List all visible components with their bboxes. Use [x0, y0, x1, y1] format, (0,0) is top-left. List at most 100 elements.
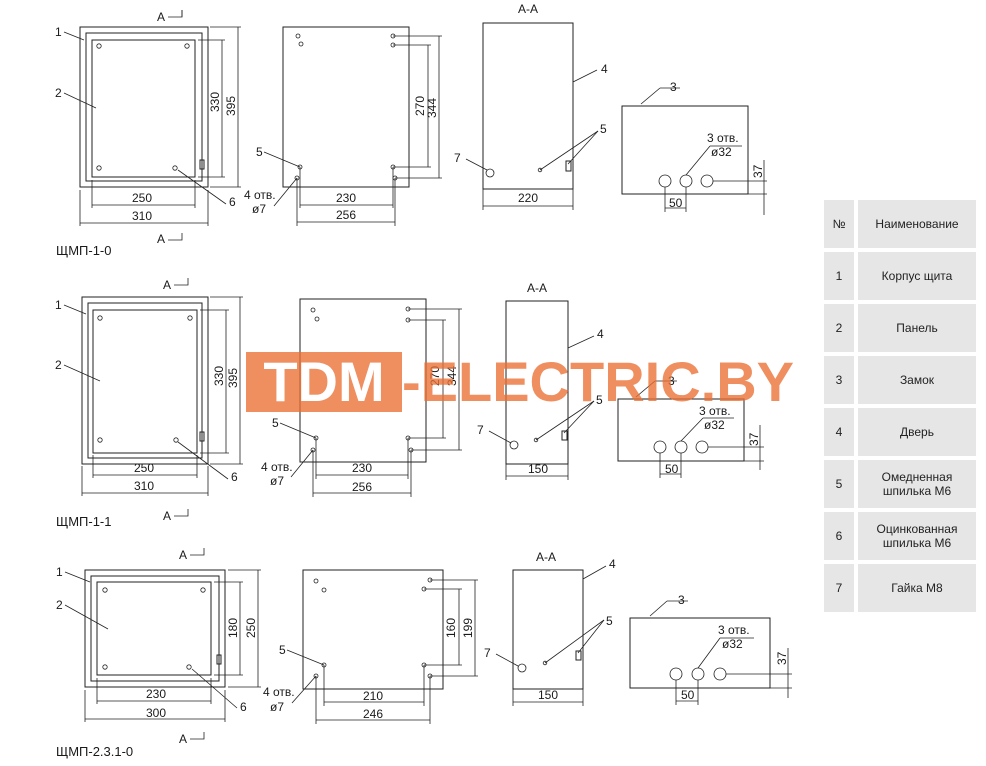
callout-4c: 4 [609, 557, 616, 571]
side-view [482, 22, 574, 190]
callout-4a: 4 [601, 62, 608, 76]
front-inner-width-2: 250 [134, 461, 154, 475]
holes-3-label-3: 3 отв. [718, 623, 750, 637]
callout-2c: 2 [56, 598, 63, 612]
legend-number: 2 [824, 304, 854, 352]
legend-name: Дверь [858, 408, 976, 456]
front-outer-height: 395 [224, 96, 238, 116]
callout-6: 6 [229, 195, 236, 209]
callout-5c: 5 [272, 416, 279, 430]
legend-name: Корпус щита [858, 252, 976, 300]
section-view-label-2: A-A [527, 281, 547, 295]
front-inner-height: 330 [208, 92, 222, 112]
model-label-3: ЩМП-2.3.1-0 [56, 744, 133, 759]
lock-height-3: 37 [775, 651, 789, 665]
section-view-label-3: A-A [536, 550, 556, 564]
back-outer-width: 256 [336, 208, 356, 222]
lock-width-1: 50 [669, 196, 683, 210]
legend-number: 3 [824, 356, 854, 404]
side-width-3: 150 [538, 688, 558, 702]
legend-number: 6 [824, 512, 854, 560]
watermark-logo-box: TDM [246, 352, 402, 412]
back-plate [282, 26, 410, 188]
back-inner-height: 270 [413, 96, 427, 116]
legend-name: Омедненная шпилька М6 [858, 460, 976, 508]
row-3-drawings: A A 1 2 6 230 300 180 250 ЩМП-2.3.1-0 [56, 548, 792, 759]
holes-4-label: 4 отв. [244, 188, 276, 202]
section-mark-top: A [157, 10, 165, 24]
front-outer-width-2: 310 [134, 479, 154, 493]
holes-4-label-3: 4 отв. [263, 685, 295, 699]
lock-width-3: 50 [681, 688, 695, 702]
front-outer-height-2: 395 [226, 368, 240, 388]
section-mark-top-3: A [179, 548, 187, 562]
section-mark-bottom-3: A [179, 732, 187, 746]
legend-name: Панель [858, 304, 976, 352]
back-inner-height-3: 160 [444, 618, 458, 638]
model-label-2: ЩМП-1-1 [56, 514, 111, 529]
callout-6c: 6 [240, 700, 247, 714]
section-mark-bottom-2: A [163, 509, 171, 523]
holes-4-dia: ø7 [252, 202, 266, 216]
legend-number: 1 [824, 252, 854, 300]
back-inner-height-2: 270 [428, 366, 442, 386]
holes-3-dia-2: ø32 [704, 418, 725, 432]
back-outer-height-3: 199 [461, 618, 475, 638]
lock-width-2: 50 [665, 462, 679, 476]
back-outer-width-3: 246 [363, 707, 383, 721]
watermark-text: -ELECTRIC.BY [402, 350, 794, 413]
holes-4-dia-3: ø7 [270, 700, 284, 714]
legend-number: 7 [824, 564, 854, 612]
back-outer-width-2: 256 [352, 480, 372, 494]
callout-1: 1 [55, 25, 62, 39]
legend-number: 5 [824, 460, 854, 508]
legend-header-row: № Наименование [824, 200, 976, 248]
front-outer-height-3: 250 [244, 618, 258, 638]
callout-3c: 3 [678, 593, 685, 607]
callout-5f: 5 [606, 614, 613, 628]
front-outer-frame [79, 26, 209, 188]
holes-4-label-2: 4 отв. [261, 460, 293, 474]
holes-3-dia: ø32 [711, 145, 732, 159]
back-outer-height: 344 [425, 98, 439, 118]
legend-name: Замок [858, 356, 976, 404]
holes-4-dia-2: ø7 [270, 474, 284, 488]
holes-3-label: 3 отв. [707, 131, 739, 145]
holes-3-dia-3: ø32 [722, 637, 743, 651]
front-inner-width: 250 [132, 191, 152, 205]
front-inner-height-2: 330 [212, 366, 226, 386]
legend-header-number: № [824, 200, 854, 248]
callout-6b: 6 [231, 470, 238, 484]
front-panel [91, 39, 196, 178]
side-width-1: 220 [518, 191, 538, 205]
lock-height-2: 37 [747, 432, 761, 446]
callout-5d: 5 [596, 393, 603, 407]
back-inner-width: 230 [336, 191, 356, 205]
front-outer-width-3: 300 [146, 706, 166, 720]
callout-3a: 3 [670, 80, 677, 94]
lock-view [621, 105, 749, 195]
legend-name: Гайка М8 [858, 564, 976, 612]
holes-3-label-2: 3 отв. [699, 404, 731, 418]
back-inner-width-3: 210 [363, 689, 383, 703]
watermark-part1: TDM [263, 350, 385, 413]
callout-5b: 5 [600, 122, 607, 136]
callout-7c: 7 [484, 646, 491, 660]
row-1-drawings: A A 1 2 6 250 310 330 395 ЩМП-1-0 [55, 2, 767, 258]
section-mark-top-2: A [163, 278, 171, 292]
legend-name: Оцинкованная шпилька М6 [858, 512, 976, 560]
section-mark-bottom: A [157, 232, 165, 246]
callout-5e: 5 [279, 643, 286, 657]
callout-1b: 1 [55, 298, 62, 312]
callout-7b: 7 [477, 423, 484, 437]
front-inner-height-3: 180 [226, 618, 240, 638]
